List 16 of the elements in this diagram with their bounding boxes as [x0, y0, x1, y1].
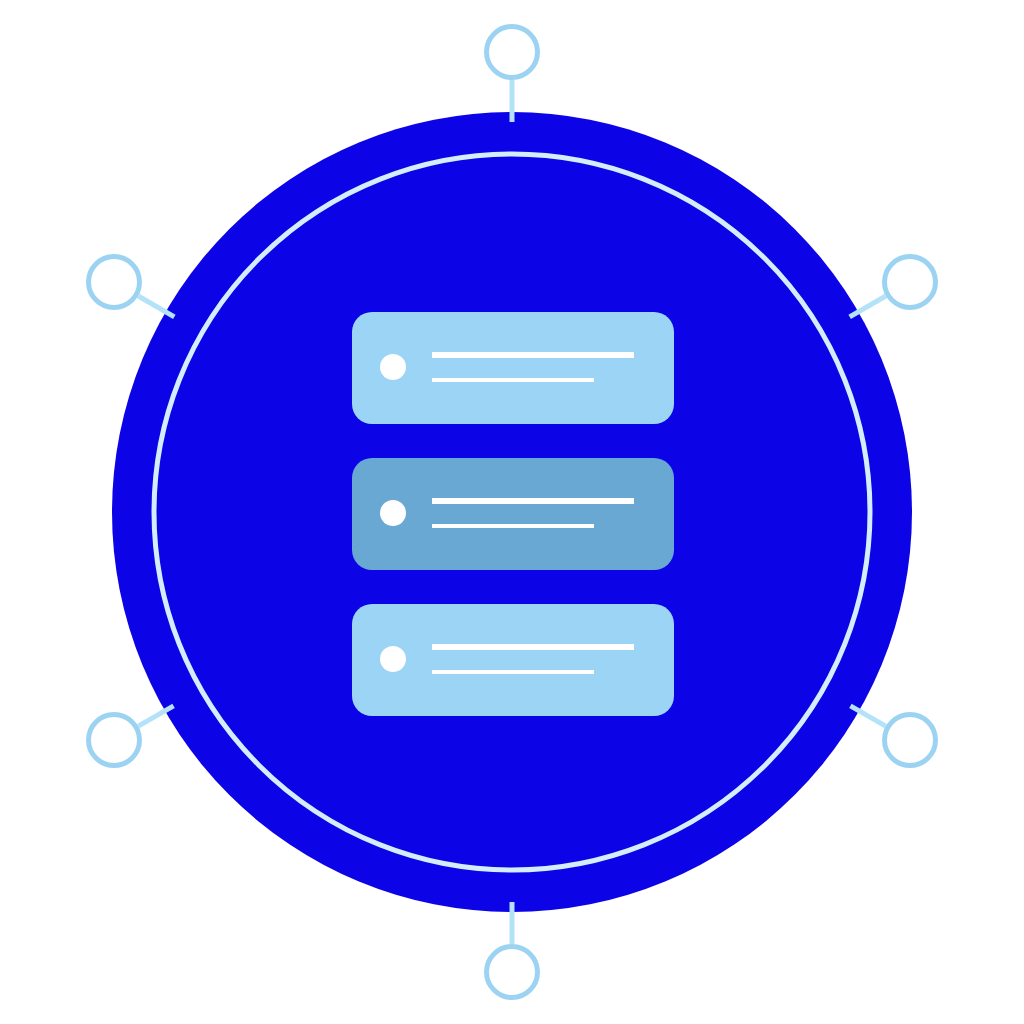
satellite-circle	[882, 712, 938, 768]
hub-circle	[112, 112, 912, 912]
satellite-circle	[86, 712, 142, 768]
connector-line	[137, 293, 176, 320]
satellite-circle	[86, 254, 142, 310]
connector-line	[509, 80, 515, 122]
connector-line	[509, 902, 515, 944]
list-card	[352, 458, 674, 570]
connector-line	[137, 703, 175, 729]
connector-line	[849, 703, 887, 729]
satellite-circle	[882, 254, 938, 310]
satellite-circle	[484, 944, 540, 1000]
list-card	[352, 604, 674, 716]
connector-line	[848, 293, 887, 320]
satellite-circle	[484, 24, 540, 80]
list-card	[352, 312, 674, 424]
